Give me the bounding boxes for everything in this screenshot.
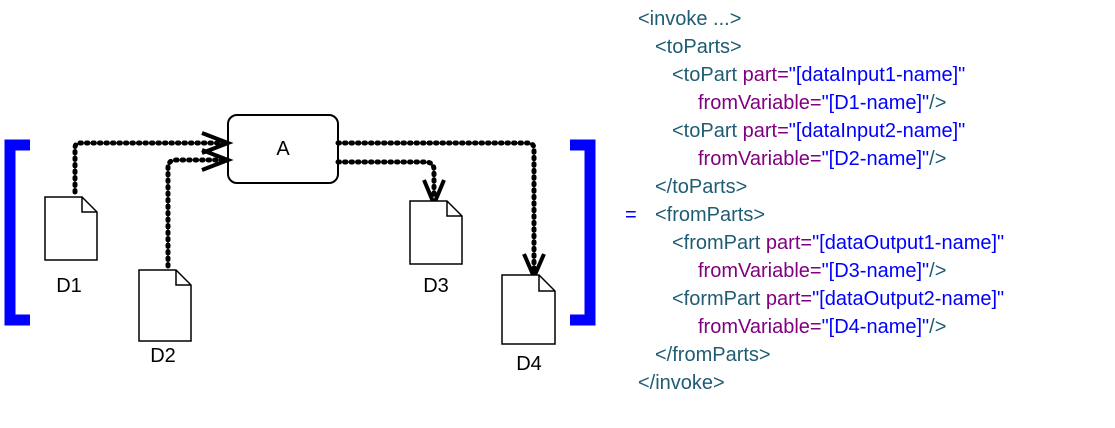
code-line-topart2-fromvariable: fromVariable="[D2-name]"/> bbox=[698, 148, 947, 170]
code-line-frompart1: <fromPart part="[dataOutput1-name]" bbox=[672, 232, 1005, 254]
bpel-code-block: <invoke ...> <toParts> <toPart part="[da… bbox=[0, 0, 1004, 420]
code-line-toparts-open: <toParts> bbox=[655, 36, 742, 58]
d1-to-a-association bbox=[72, 140, 229, 195]
document-label-d2: D2 bbox=[150, 345, 176, 367]
a-to-d4-association bbox=[335, 140, 537, 273]
document-label-d4: D4 bbox=[516, 353, 542, 375]
code-line-frompart2: <formPart part="[dataOutput2-name]" bbox=[672, 288, 1005, 310]
code-line-fromparts-close: </fromParts> bbox=[655, 344, 771, 366]
code-line-topart2: <toPart part="[dataInput2-name]" bbox=[672, 120, 966, 142]
code-line-invoke-open: <invoke ...> bbox=[638, 8, 742, 30]
a-to-d3-association bbox=[335, 159, 437, 199]
d2-to-a-association bbox=[165, 157, 229, 269]
arrowhead-icon bbox=[201, 148, 234, 172]
code-line-toparts-close: </toParts> bbox=[655, 176, 748, 198]
activity-label: A bbox=[276, 138, 290, 160]
right-bracket bbox=[570, 139, 596, 326]
equals-sign: = bbox=[625, 204, 637, 226]
data-association-diagram: A D1 D2 D3 D4 bbox=[4, 114, 596, 375]
code-line-frompart1-fromvariable: fromVariable="[D3-name]"/> bbox=[698, 260, 947, 282]
code-line-topart1-fromvariable: fromVariable="[D1-name]"/> bbox=[698, 92, 947, 114]
code-line-fromparts-open: <fromParts> bbox=[655, 204, 766, 226]
document-icon-d3 bbox=[409, 200, 463, 265]
arrowhead-icon bbox=[201, 131, 234, 155]
activity-box bbox=[227, 114, 339, 184]
document-icon-d4 bbox=[501, 274, 556, 345]
code-line-invoke-close: </invoke> bbox=[638, 372, 725, 394]
document-label-d3: D3 bbox=[423, 275, 449, 297]
document-label-d1: D1 bbox=[56, 275, 82, 297]
code-line-frompart2-fromvariable: fromVariable="[D4-name]"/> bbox=[698, 316, 947, 338]
document-icon-d2 bbox=[138, 269, 192, 342]
document-icon-d1 bbox=[44, 196, 98, 261]
left-bracket bbox=[4, 139, 30, 326]
code-line-topart1: <toPart part="[dataInput1-name]" bbox=[672, 64, 966, 86]
